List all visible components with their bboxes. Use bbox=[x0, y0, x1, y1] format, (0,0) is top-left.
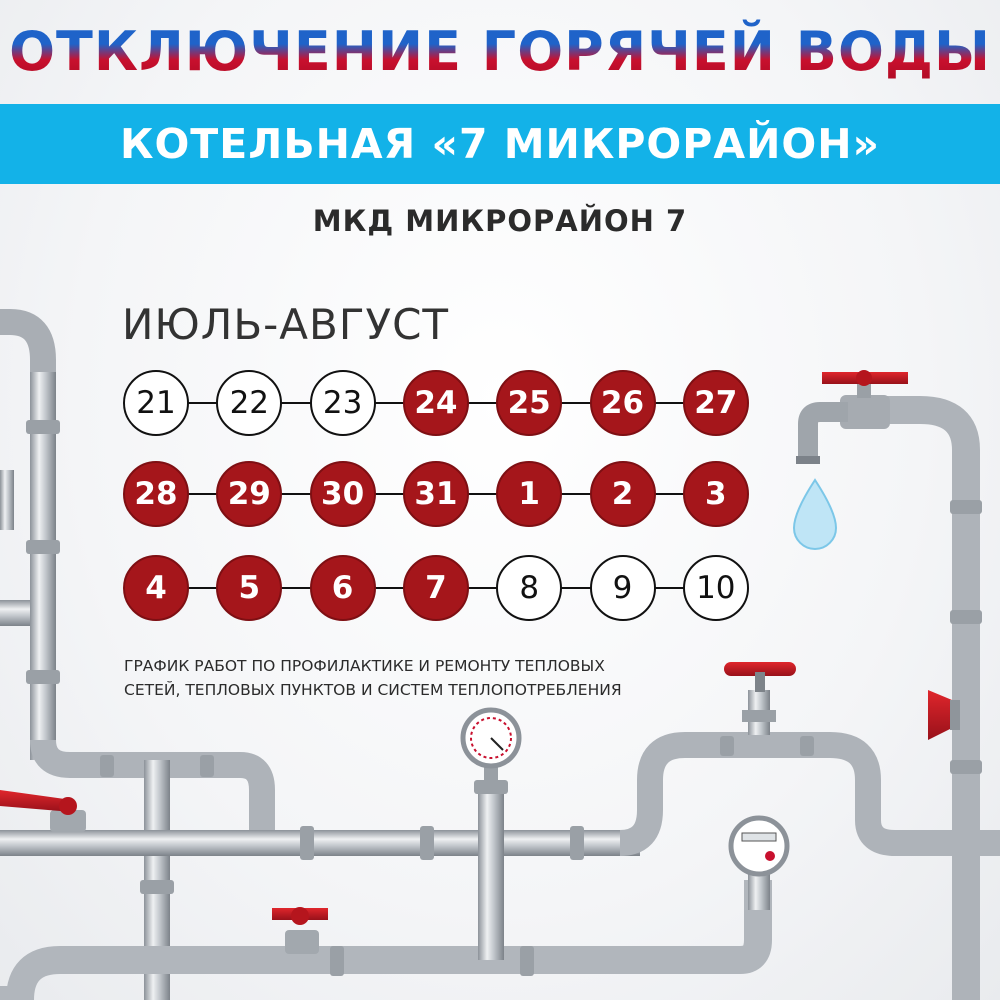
water-tap-icon bbox=[796, 370, 908, 464]
left-pipes bbox=[0, 309, 275, 1000]
bottom-pipe bbox=[0, 880, 772, 1000]
gauge-pipe bbox=[474, 780, 508, 960]
valve-handle-icon bbox=[928, 690, 960, 740]
boiler-house-name: КОТЕЛЬНАЯ «7 МИКРОРАЙОН» bbox=[119, 120, 881, 168]
note-line-1: ГРАФИК РАБОТ ПО ПРОФИЛАКТИКЕ И РЕМОНТУ Т… bbox=[124, 657, 605, 675]
water-meter-icon bbox=[728, 815, 790, 910]
main-horizontal-pipe bbox=[0, 732, 1000, 860]
valve-wheel-icon bbox=[724, 662, 796, 735]
right-vertical-pipe bbox=[880, 396, 982, 1000]
subtitle-band: КОТЕЛЬНАЯ «7 МИКРОРАЙОН» bbox=[0, 104, 1000, 184]
district-label: МКД МИКРОРАЙОН 7 bbox=[312, 204, 688, 238]
pressure-gauge-icon bbox=[460, 707, 522, 785]
water-drop-icon bbox=[792, 478, 838, 550]
bottom-valve-icon bbox=[272, 907, 328, 954]
period-label: ИЮЛЬ-АВГУСТ bbox=[122, 300, 450, 349]
left-valve-icon bbox=[0, 790, 86, 832]
schedule-note: ГРАФИК РАБОТ ПО ПРОФИЛАКТИКЕ И РЕМОНТУ Т… bbox=[124, 654, 714, 702]
page-title: ОТКЛЮЧЕНИЕ ГОРЯЧЕЙ ВОДЫ bbox=[0, 12, 1000, 92]
note-line-2: СЕТЕЙ, ТЕПЛОВЫХ ПУНКТОВ И СИСТЕМ ТЕПЛОПО… bbox=[124, 681, 622, 699]
